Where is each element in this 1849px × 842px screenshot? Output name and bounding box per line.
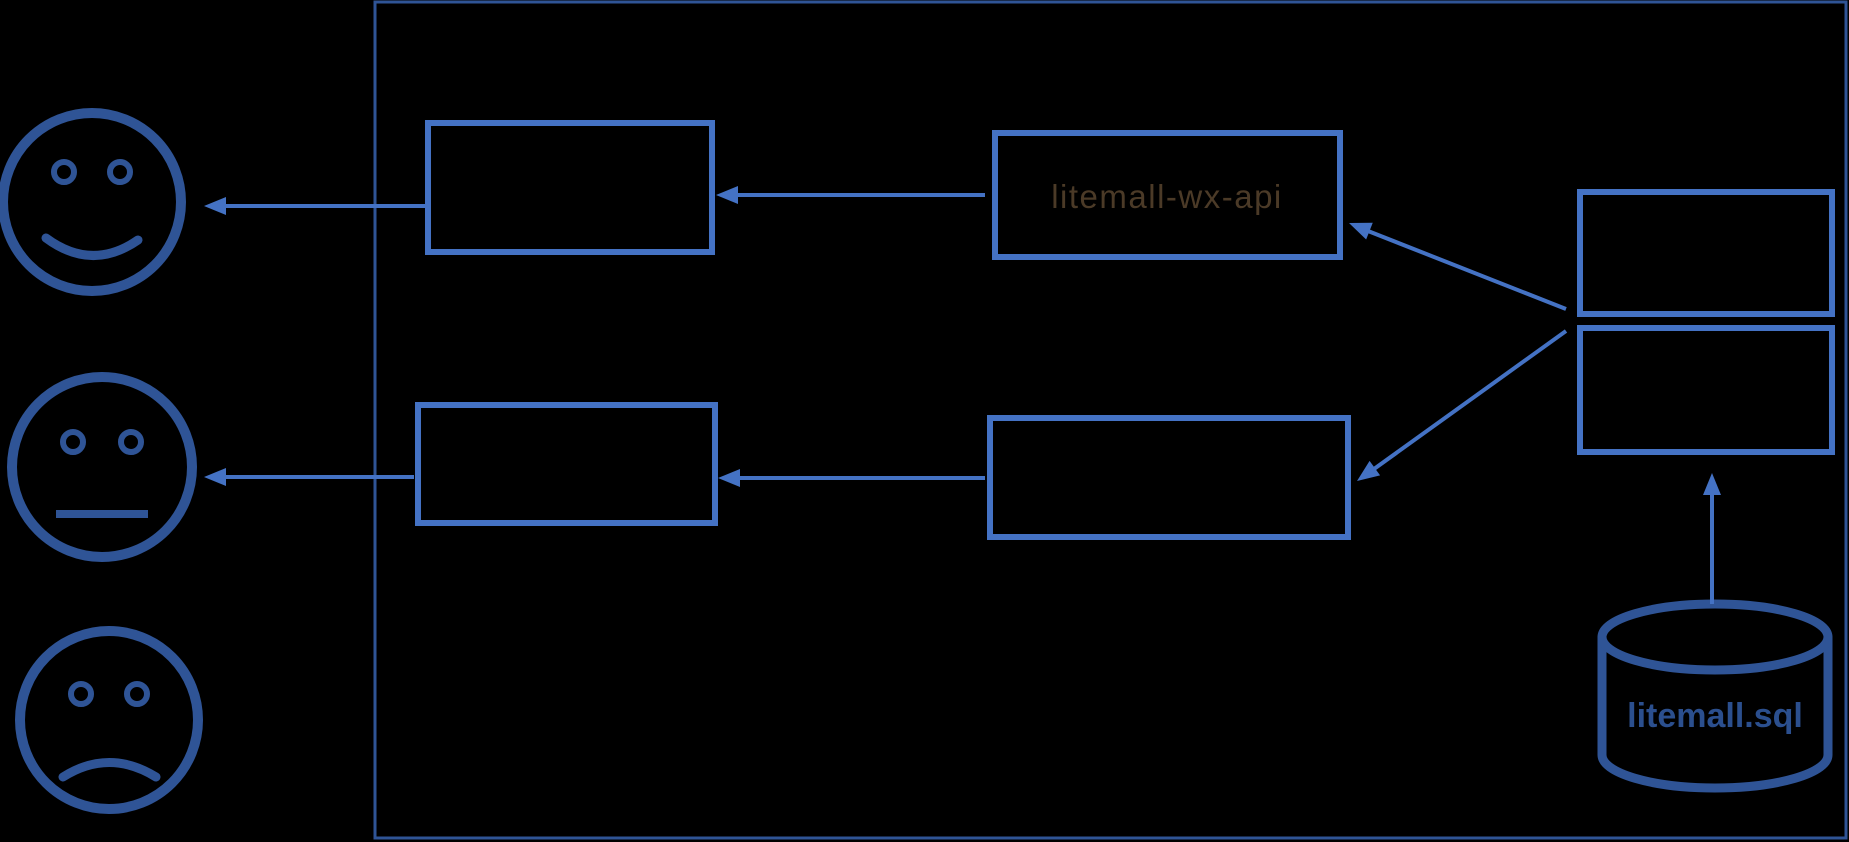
- box-bottom-left: [415, 402, 718, 526]
- happy-face-left-eye: [51, 159, 77, 185]
- system-boundary-rect: [373, 0, 1848, 840]
- arrow-bottommiddle-to-bottomleft: [718, 469, 985, 487]
- arrow-database-to-rightbottom: [1703, 473, 1721, 604]
- arrow-bottomleft-to-neutral-face-head: [204, 468, 226, 486]
- box-top-left: [425, 120, 715, 255]
- neutral-face-icon: [7, 372, 197, 562]
- arrow-bottommiddle-to-bottomleft-head: [718, 469, 740, 487]
- database-cylinder-body: [1597, 637, 1833, 793]
- arrow-rightstack-to-bottommiddle: [1357, 329, 1568, 481]
- happy-face-outline: [0, 108, 186, 296]
- neutral-face-outline: [7, 372, 197, 562]
- arrow-wxapi-to-topleft-head: [716, 186, 738, 204]
- database-label: litemall.sql: [1627, 697, 1803, 735]
- arrow-topleft-to-happy-face-head: [204, 197, 226, 215]
- arrow-rightstack-to-wxapi-head: [1349, 222, 1373, 240]
- arrow-rightstack-to-bottommiddle-line: [1372, 329, 1568, 471]
- database-cylinder-top: [1597, 599, 1833, 675]
- arrow-bottomleft-to-neutral-face: [204, 468, 414, 486]
- box-right-bottom: [1577, 325, 1835, 455]
- database-cylinder-icon: litemall.sql: [1597, 599, 1833, 793]
- arrow-rightstack-to-wxapi: [1349, 222, 1567, 311]
- sad-face-frown: [58, 758, 161, 782]
- wx-api-label: litemall-wx-api: [1051, 178, 1283, 215]
- happy-face-smile: [41, 233, 143, 260]
- arrow-topleft-to-happy-face: [204, 197, 426, 215]
- box-bottom-middle: [987, 415, 1351, 540]
- happy-face-right-eye: [107, 159, 133, 185]
- happy-face-icon: [0, 108, 186, 296]
- box-wx-api-rect: [992, 130, 1343, 260]
- arrow-database-to-rightbottom-head: [1703, 473, 1721, 495]
- neutral-face-right-eye: [118, 429, 144, 455]
- sad-face-left-eye: [68, 681, 94, 707]
- neutral-face-left-eye: [60, 429, 86, 455]
- sad-face-outline: [15, 626, 203, 814]
- sad-face-icon: [15, 626, 203, 814]
- arrow-rightstack-to-bottommiddle-head: [1357, 460, 1381, 481]
- box-wx-api: litemall-wx-api: [992, 130, 1343, 260]
- box-right-top: [1577, 189, 1835, 317]
- arrow-wxapi-to-topleft: [716, 186, 985, 204]
- sad-face-right-eye: [124, 681, 150, 707]
- arrow-rightstack-to-wxapi-line: [1367, 229, 1567, 311]
